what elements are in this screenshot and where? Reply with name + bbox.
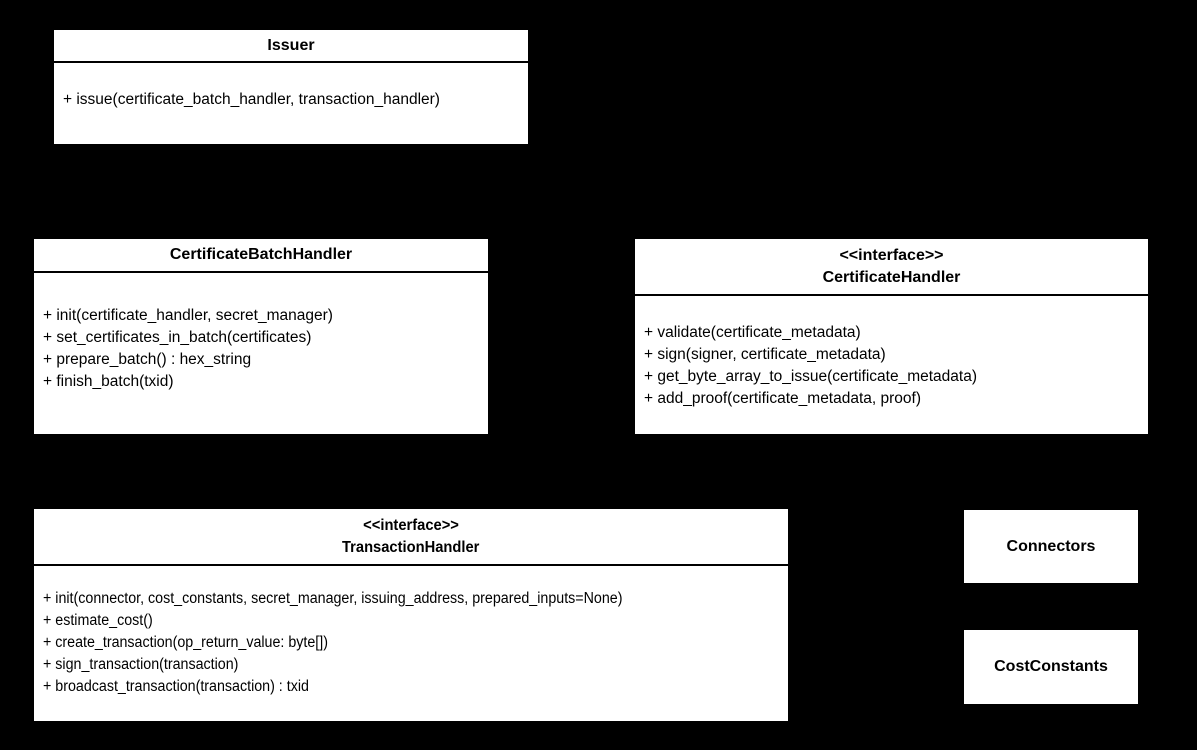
method-line: + add_proof(certificate_metadata, proof): [644, 390, 922, 407]
class-title: Connectors: [1006, 537, 1096, 555]
class-box-certificate-handler: <<interface>> CertificateHandler + valid…: [633, 237, 1150, 436]
method-line: + set_certificates_in_batch(certificates…: [43, 329, 312, 346]
class-title: Issuer: [267, 36, 315, 54]
class-box-cost-constants: CostConstants: [962, 628, 1140, 706]
class-box-transaction-handler: <<interface>> TransactionHandler + init(…: [32, 507, 790, 723]
method-line: + estimate_cost(): [43, 612, 153, 629]
class-header: CostConstants: [964, 630, 1138, 704]
method-line: + create_transaction(op_return_value: by…: [43, 634, 328, 651]
class-stereotype: <<interface>>: [363, 516, 459, 534]
method-line: + issue(certificate_batch_handler, trans…: [63, 91, 440, 108]
method-line: + get_byte_array_to_issue(certificate_me…: [644, 368, 978, 385]
method-line: + init(connector, cost_constants, secret…: [43, 590, 623, 607]
method-line: + broadcast_transaction(transaction) : t…: [43, 678, 309, 695]
class-header: CertificateBatchHandler: [34, 239, 488, 273]
class-title: TransactionHandler: [342, 538, 480, 556]
class-stereotype: <<interface>>: [839, 246, 944, 264]
method-line: + sign(signer, certificate_metadata): [644, 346, 886, 363]
class-header: <<interface>> CertificateHandler: [635, 239, 1148, 296]
method-line: + validate(certificate_metadata): [644, 324, 861, 341]
class-header: Connectors: [964, 510, 1138, 583]
method-line: + sign_transaction(transaction): [43, 656, 239, 673]
class-methods: + validate(certificate_metadata) + sign(…: [635, 296, 1148, 410]
class-methods: + init(connector, cost_constants, secret…: [34, 566, 788, 698]
class-box-connectors: Connectors: [962, 508, 1140, 585]
class-header: <<interface>> TransactionHandler: [34, 509, 788, 566]
class-methods: + init(certificate_handler, secret_manag…: [34, 273, 488, 393]
class-methods: + issue(certificate_batch_handler, trans…: [54, 63, 528, 111]
class-title: CostConstants: [994, 658, 1108, 675]
class-box-certificate-batch-handler: CertificateBatchHandler + init(certifica…: [32, 237, 490, 436]
class-title: CertificateHandler: [822, 268, 961, 286]
method-line: + finish_batch(txid): [43, 373, 174, 390]
class-box-issuer: Issuer + issue(certificate_batch_handler…: [52, 28, 530, 146]
class-title: CertificateBatchHandler: [169, 246, 353, 263]
class-header: Issuer: [54, 30, 528, 63]
method-line: + prepare_batch() : hex_string: [43, 351, 252, 368]
method-line: + init(certificate_handler, secret_manag…: [43, 307, 333, 324]
